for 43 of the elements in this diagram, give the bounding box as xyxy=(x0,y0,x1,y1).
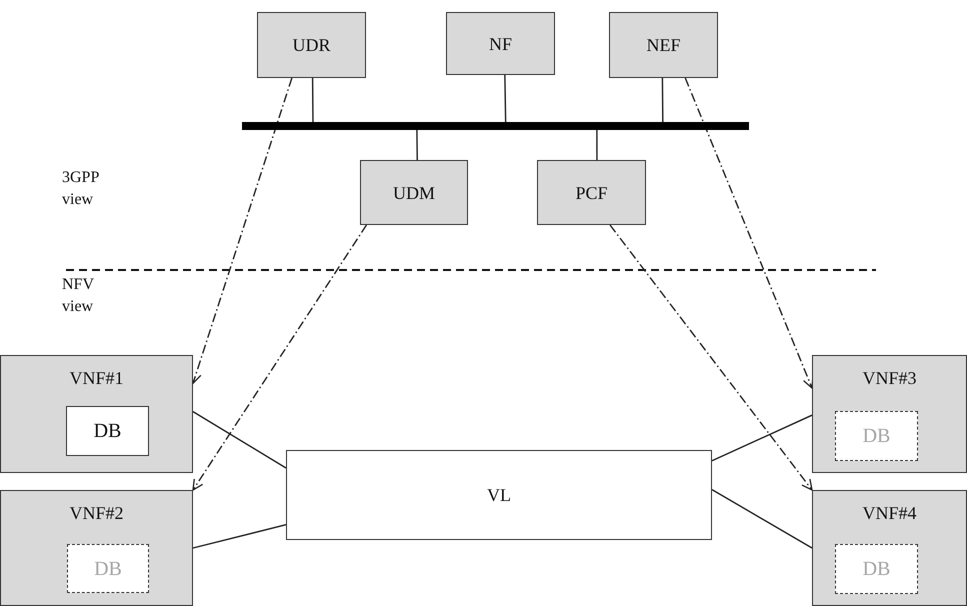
vnf-box xyxy=(0,355,193,473)
box-label: DB xyxy=(862,426,892,446)
view-label: NFV view xyxy=(62,275,95,317)
connector-line xyxy=(192,524,286,549)
box-label: UDR xyxy=(291,36,332,54)
box-label: VL xyxy=(486,486,512,504)
database-box xyxy=(835,411,918,461)
view-label: 3GPP view xyxy=(62,168,100,210)
vnf-box xyxy=(812,490,967,606)
connector-line xyxy=(504,74,506,122)
database-box xyxy=(835,544,918,594)
box-label: DB xyxy=(93,558,123,578)
box-label: DB xyxy=(92,421,122,441)
box-heading: VNF#4 xyxy=(861,504,918,522)
connector-line xyxy=(712,414,812,462)
box-label: PCF xyxy=(574,184,609,202)
function-box xyxy=(257,12,366,78)
connector-line xyxy=(662,78,664,122)
box-label: UDM xyxy=(392,184,436,202)
connector-line xyxy=(596,130,598,160)
vnf-box xyxy=(812,355,967,473)
virtual-link-box xyxy=(286,450,712,540)
box-heading: VNF#1 xyxy=(68,369,124,387)
database-box xyxy=(66,406,149,456)
box-heading: VNF#3 xyxy=(861,369,918,387)
connector-line xyxy=(312,78,314,122)
function-box xyxy=(360,160,468,225)
function-box xyxy=(446,12,555,75)
connector-line xyxy=(192,411,286,469)
vnf-box xyxy=(0,490,193,606)
database-box xyxy=(67,544,149,593)
function-box xyxy=(609,12,718,78)
connector-line xyxy=(712,489,812,549)
box-label: NF xyxy=(488,34,513,52)
box-label: NEF xyxy=(645,36,682,54)
mapping-arrow xyxy=(192,224,368,491)
mapping-arrow xyxy=(684,78,814,389)
function-box xyxy=(537,160,646,225)
mapping-arrow xyxy=(609,224,813,491)
connector-line xyxy=(416,130,418,160)
bus-bar xyxy=(242,122,749,130)
box-label: DB xyxy=(862,559,892,579)
box-heading: VNF#2 xyxy=(68,504,124,522)
